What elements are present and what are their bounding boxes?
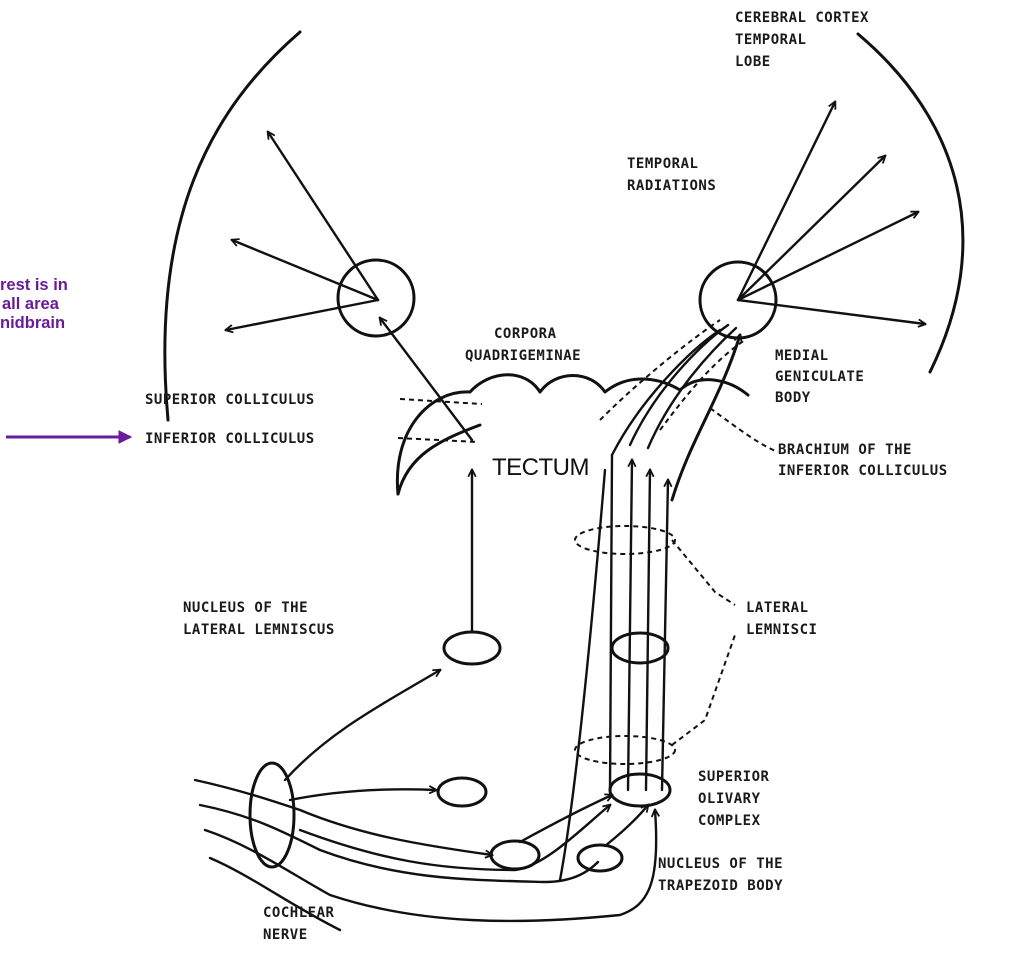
lemnisci-leader-dashed bbox=[672, 540, 735, 605]
projection-arrow bbox=[268, 132, 378, 300]
radiation-arrow bbox=[738, 300, 925, 324]
left-cortex-arc bbox=[165, 32, 300, 420]
label-superior-colliculus: SUPERIOR COLLICULUS bbox=[145, 392, 315, 408]
label-temporal: TEMPORAL bbox=[735, 32, 806, 48]
lemniscus-fiber bbox=[628, 460, 632, 790]
label-superior-olivary-1: SUPERIOR bbox=[698, 769, 770, 785]
dashed-lemniscus-loop bbox=[575, 736, 675, 764]
label-brachium-1: BRACHIUM OF THE bbox=[778, 442, 912, 458]
label-nucleus-lateral-lemniscus-2: LATERAL LEMNISCUS bbox=[183, 622, 335, 638]
label-trapezoid-1: NUCLEUS OF THE bbox=[658, 856, 783, 872]
label-superior-olivary-2: OLIVARY bbox=[698, 791, 761, 807]
radiation-arrow bbox=[738, 102, 835, 300]
cochlear-nucleus-oval bbox=[438, 778, 486, 806]
lateral-lemnisci-oval bbox=[612, 633, 668, 663]
label-geniculate: GENICULATE bbox=[775, 369, 864, 385]
lemnisci-leader-dashed bbox=[672, 635, 735, 745]
dashed-lemniscus-loop bbox=[575, 526, 675, 554]
label-body: BODY bbox=[775, 390, 811, 406]
annotation-line-1: rest is in bbox=[0, 276, 68, 294]
label-lemnisci: LEMNISCI bbox=[746, 622, 817, 638]
inferior-colliculus-leader bbox=[398, 438, 478, 442]
label-lateral: LATERAL bbox=[746, 600, 809, 616]
label-cochlear: COCHLEAR bbox=[263, 905, 335, 921]
lemniscus-fiber bbox=[646, 470, 650, 790]
label-inferior-colliculus: INFERIOR COLLICULUS bbox=[145, 431, 315, 447]
label-brachium-2: INFERIOR COLLICULUS bbox=[778, 463, 948, 479]
radiation-arrow bbox=[738, 156, 885, 300]
label-trapezoid-2: TRAPEZOID BODY bbox=[658, 878, 783, 894]
label-nerve: NERVE bbox=[263, 927, 308, 943]
trapezoid-body-oval bbox=[578, 845, 622, 871]
lemniscus-fiber bbox=[662, 480, 668, 790]
lemniscus-to-mgb-dashed bbox=[600, 320, 720, 420]
label-superior-olivary-3: COMPLEX bbox=[698, 813, 761, 829]
fiber-to-soc bbox=[520, 795, 612, 842]
label-cerebral-cortex: CEREBRAL CORTEX bbox=[735, 10, 869, 26]
label-lobe: LOBE bbox=[735, 54, 771, 70]
projection-arrow bbox=[226, 300, 378, 330]
radiation-arrow bbox=[738, 212, 918, 300]
label-corpora: CORPORA bbox=[494, 326, 557, 342]
brachium-leader bbox=[710, 408, 778, 452]
cochlear-to-nucleus-arrow bbox=[290, 789, 436, 800]
label-quadrigeminae: QUADRIGEMINAE bbox=[465, 348, 581, 364]
annotation-line-2: all area bbox=[2, 295, 60, 313]
crossing-fiber bbox=[560, 470, 605, 880]
projection-arrow bbox=[380, 318, 472, 440]
label-medial: MEDIAL bbox=[775, 348, 829, 364]
cochlear-to-nll-arrow bbox=[285, 670, 440, 780]
lemniscus-to-mgb bbox=[630, 325, 728, 445]
label-temporal-radiations-1: TEMPORAL bbox=[627, 156, 698, 172]
fiber-to-soc bbox=[605, 805, 648, 846]
nucleus-lateral-lemniscus-oval bbox=[444, 632, 500, 664]
annotation-line-3: nidbrain bbox=[0, 314, 65, 332]
label-nucleus-lateral-lemniscus-1: NUCLEUS OF THE bbox=[183, 600, 308, 616]
nerve-fiber bbox=[200, 805, 598, 882]
cochlear-nerve-bundle bbox=[250, 763, 294, 867]
projection-arrow bbox=[232, 240, 378, 300]
label-temporal-radiations-2: RADIATIONS bbox=[627, 178, 716, 194]
lemniscus-fiber bbox=[610, 455, 612, 790]
label-tectum: TECTUM bbox=[492, 454, 589, 481]
